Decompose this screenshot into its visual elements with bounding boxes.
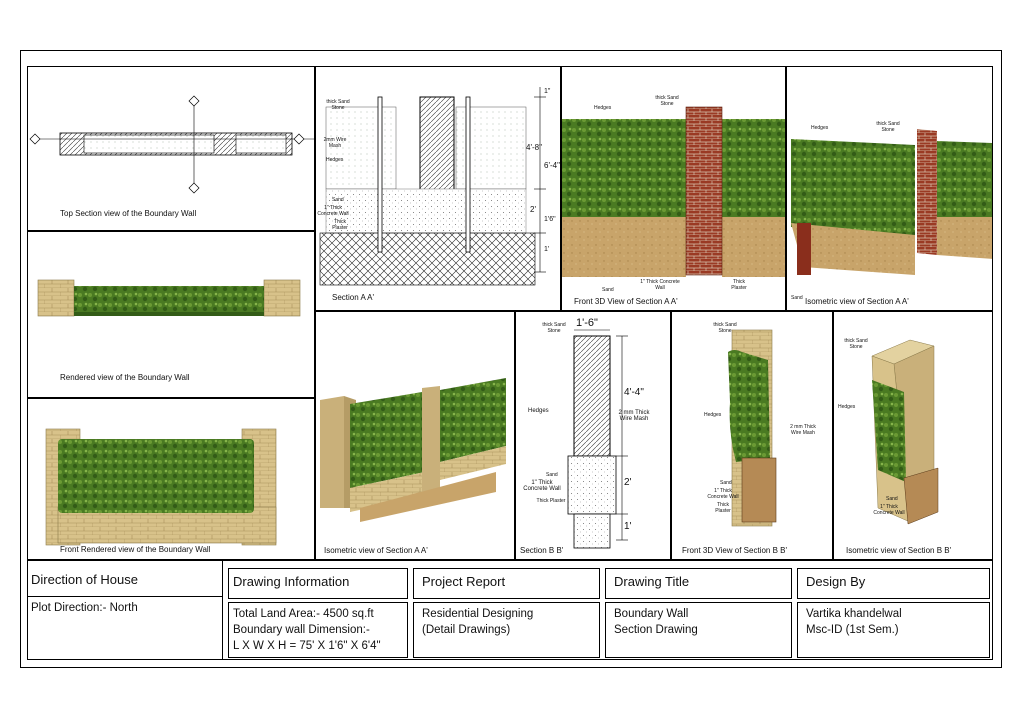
label-sandstone-f3bb: thick Sand Stone	[713, 322, 737, 334]
tb-wall-dimension-label: Boundary wall Dimension:-	[233, 624, 370, 636]
label-hedges-bb: Hedges	[528, 408, 549, 414]
dim-h2-bb: 2'	[624, 477, 632, 488]
label-sand-f3bb: Sand	[720, 480, 732, 486]
section-bb-drawing	[567, 329, 628, 549]
tb-drawing-info: Drawing Information	[228, 568, 408, 599]
iso-right-view: Hedges thick Sand Stone Sand Isometric v…	[786, 66, 993, 311]
label-sand-f3aa: Sand	[602, 287, 614, 293]
tb-wall-dimension: L X W X H = 75' X 1'6" X 6'4"	[233, 640, 381, 652]
tb-project-report-body: Residential Designing (Detail Drawings)	[413, 602, 600, 658]
label-plaster-aa: Thick Plaster	[332, 219, 348, 231]
label-sandstone-aa: thick Sand Stone	[326, 99, 350, 111]
label-sand-isr: Sand	[791, 295, 803, 301]
front-rendered-view: Front Rendered view of the Boundary Wall	[27, 398, 315, 560]
front3d-aa-drawing	[562, 106, 785, 277]
label-hedges-isr: Hedges	[811, 125, 829, 131]
caption-iso-right: Isometric view of Section A A'	[805, 297, 909, 306]
tb-drawing-info-heading: Drawing Information	[233, 574, 350, 589]
drawing-sheet-border	[20, 50, 1002, 668]
tb-project-line2: (Detail Drawings)	[422, 624, 511, 636]
front-rendered-drawing	[45, 428, 277, 546]
label-concrete-bb: 1" Thick Concrete Wall	[523, 480, 561, 492]
section-aa-drawing	[319, 87, 546, 286]
tb-direction: Direction of House Plot Direction:- Nort…	[27, 560, 223, 660]
tb-design-by-heading: Design By	[806, 574, 866, 589]
label-concrete-aa: 1" Thick Concrete Wall	[317, 205, 349, 217]
dim-width-bb: 1'-6"	[576, 317, 598, 329]
tb-direction-divider	[27, 596, 223, 597]
label-plaster-f3bb: Thick Plaster	[715, 502, 731, 514]
caption-front-rendered: Front Rendered view of the Boundary Wall	[60, 545, 211, 554]
caption-front3d-aa: Front 3D View of Section A A'	[574, 297, 678, 306]
label-hedges-f3bb: Hedges	[704, 412, 722, 418]
title-block	[27, 560, 993, 660]
label-sandstone-f3aa: thick Sand Stone	[655, 95, 679, 107]
label-concrete-f3aa: 1" Thick Concrete Wall	[640, 279, 680, 291]
section-aa-view: thick Sand Stone 2mm Wire Mash Hedges Sa…	[315, 66, 561, 311]
tb-direction-value: Plot Direction:- North	[31, 602, 138, 614]
iso-aa-view: Isometric view of Section A A'	[315, 311, 515, 560]
caption-top-section: Top Section view of the Boundary Wall	[60, 209, 197, 218]
dim-4ft8-aa: 4'-8"	[526, 143, 542, 152]
label-sand-bb: Sand	[546, 472, 558, 478]
dim-6ft4-aa: 6'-4"	[544, 161, 560, 170]
iso-aa-drawing	[320, 378, 506, 522]
label-plaster-bb: Thick Plaster	[536, 498, 566, 504]
tb-project-report-heading: Project Report	[422, 574, 506, 589]
dim-h1-bb: 4'-4"	[624, 387, 644, 398]
caption-iso-bb: Isometric view of Section B B'	[846, 546, 952, 555]
front3d-aa-view: Hedges thick Sand Stone Sand 1" Thick Co…	[561, 66, 786, 311]
label-hedges-isbb: Hedges	[838, 404, 856, 410]
top-section-view: Top Section view of the Boundary Wall	[27, 66, 315, 231]
iso-bb-drawing	[871, 339, 939, 525]
front3d-bb-drawing	[728, 329, 777, 527]
rendered-drawing	[37, 279, 301, 317]
label-sand-aa: Sand	[332, 197, 344, 203]
dim-1ft-aa: 1'	[544, 246, 550, 253]
tb-drawing-title: Drawing Title	[605, 568, 792, 599]
label-wire-mesh-aa: 2mm Wire Mash	[323, 137, 347, 149]
tb-drawing-title-heading: Drawing Title	[614, 574, 690, 589]
tb-drawing-info-body: Total Land Area:- 4500 sq.ft Boundary wa…	[228, 602, 408, 658]
label-concrete-f3bb: 1" Thick Concrete Wall	[707, 488, 739, 500]
tb-designer-name: Vartika khandelwal	[806, 608, 902, 620]
caption-section-bb: Section B B'	[520, 546, 564, 555]
tb-drawing-title-body: Boundary Wall Section Drawing	[605, 602, 792, 658]
tb-designer-id: Msc-ID (1st Sem.)	[806, 624, 899, 636]
iso-bb-view: thick Sand Stone Hedges Sand 1" Thick Co…	[833, 311, 993, 560]
tb-project-report: Project Report	[413, 568, 600, 599]
caption-iso-aa: Isometric view of Section A A'	[324, 546, 428, 555]
rendered-view: Rendered view of the Boundary Wall	[27, 231, 315, 398]
dim-1ft6-aa: 1'6"	[544, 216, 556, 223]
tb-title-line1: Boundary Wall	[614, 608, 689, 620]
label-plaster-f3aa: Thick Plaster	[731, 279, 747, 291]
iso-right-drawing	[791, 129, 992, 275]
label-hedges-aa: Hedges	[326, 157, 344, 163]
caption-front3d-bb: Front 3D View of Section B B'	[682, 546, 787, 555]
dim-h3-bb: 1'	[624, 521, 632, 532]
tb-title-line2: Section Drawing	[614, 624, 698, 636]
tb-land-area: Total Land Area:- 4500 sq.ft	[233, 608, 374, 620]
caption-rendered: Rendered view of the Boundary Wall	[60, 373, 190, 382]
label-concrete-isbb: 1" Thick Concrete Wall	[873, 504, 905, 516]
dim-2ft-aa: 2'	[530, 205, 536, 214]
label-sandstone-isbb: thick Sand Stone	[844, 338, 868, 350]
dim-1in-aa: 1"	[544, 88, 551, 95]
caption-section-aa: Section A A'	[332, 293, 375, 302]
label-sandstone-isr: thick Sand Stone	[876, 121, 900, 133]
tb-design-by: Design By	[797, 568, 990, 599]
section-bb-view: thick Sand Stone Hedges 2 mm Thick Wire …	[515, 311, 671, 560]
label-wire-mesh-bb: 2 mm Thick Wire Mash	[618, 410, 650, 422]
tb-project-line1: Residential Designing	[422, 608, 534, 620]
tb-direction-heading: Direction of House	[31, 572, 138, 587]
label-sand-isbb: Sand	[886, 496, 898, 502]
top-section-drawing	[29, 95, 314, 194]
label-wire-mesh-f3bb: 2 mm Thick Wire Mash	[790, 424, 816, 436]
label-hedges-f3aa: Hedges	[594, 105, 612, 111]
label-sandstone-bb: thick Sand Stone	[542, 322, 566, 334]
front3d-bb-view: thick Sand Stone Hedges 2 mm Thick Wire …	[671, 311, 833, 560]
tb-design-by-body: Vartika khandelwal Msc-ID (1st Sem.)	[797, 602, 990, 658]
